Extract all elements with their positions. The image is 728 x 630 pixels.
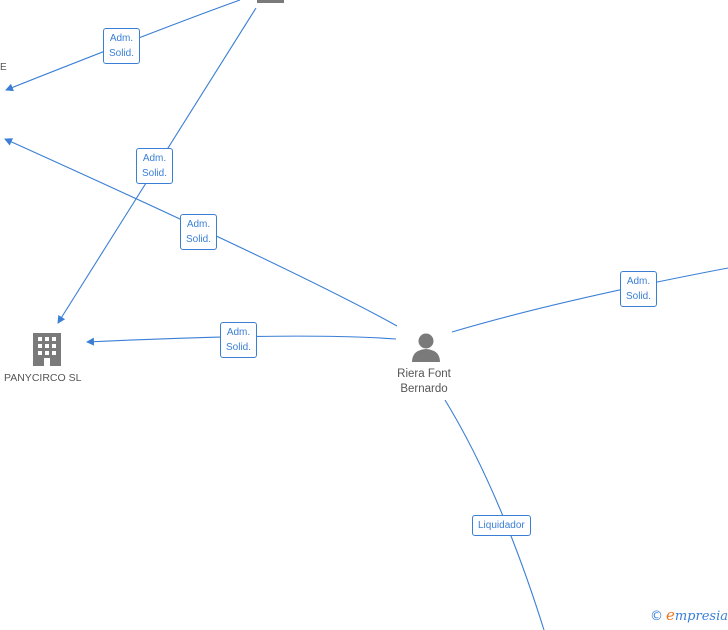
edge-person-to-panycirco bbox=[86, 335, 397, 346]
edge-label-line1: Adm. bbox=[142, 153, 167, 164]
edge-person-to-bottom bbox=[444, 399, 545, 630]
edge-label-adm-solid: Adm. Solid. bbox=[180, 214, 218, 250]
edge-label-line1: Adm. bbox=[186, 219, 211, 230]
edge-label-adm-solid: Adm. Solid. bbox=[136, 148, 174, 184]
copyright-icon: © bbox=[649, 609, 663, 624]
brand-initial: e bbox=[665, 606, 675, 624]
edge-label-line1: Adm. bbox=[109, 33, 134, 44]
empresia-watermark: ©empresia bbox=[650, 606, 728, 624]
edge-label-adm-solid: Adm. Solid. bbox=[103, 28, 141, 64]
person-name[interactable]: Riera Font Bernardo bbox=[384, 367, 464, 397]
person-icon[interactable] bbox=[412, 333, 440, 363]
edge-label-line2: Solid. bbox=[142, 168, 168, 179]
brand-name: mpresia bbox=[674, 609, 728, 624]
edge-label-line1: Adm. bbox=[226, 327, 251, 338]
company-name-panycirco[interactable]: PANYCIRCO SL bbox=[4, 372, 82, 384]
edge-label-line2: Solid. bbox=[109, 48, 135, 59]
edge-label-adm-solid: Adm. Solid. bbox=[220, 322, 258, 358]
edge-person-to-left-lower bbox=[4, 138, 398, 327]
building-icon[interactable] bbox=[33, 333, 61, 366]
node-label-offscreen-left[interactable]: E bbox=[0, 62, 7, 73]
edge-person-to-right bbox=[451, 267, 728, 333]
edge-top-to-left-upper bbox=[5, 0, 241, 92]
edge-label-adm-solid: Adm. Solid. bbox=[620, 271, 658, 307]
edge-label-liquidador: Liquidador bbox=[472, 515, 531, 536]
person-name-line1: Riera Font bbox=[397, 368, 451, 380]
edge-label-line2: Solid. bbox=[226, 342, 252, 353]
person-name-line2: Bernardo bbox=[400, 383, 448, 395]
building-icon-top[interactable] bbox=[257, 0, 284, 3]
edge-label-line2: Solid. bbox=[626, 291, 652, 302]
edge-label-line1: Adm. bbox=[626, 276, 651, 287]
edge-label-line2: Solid. bbox=[186, 234, 212, 245]
